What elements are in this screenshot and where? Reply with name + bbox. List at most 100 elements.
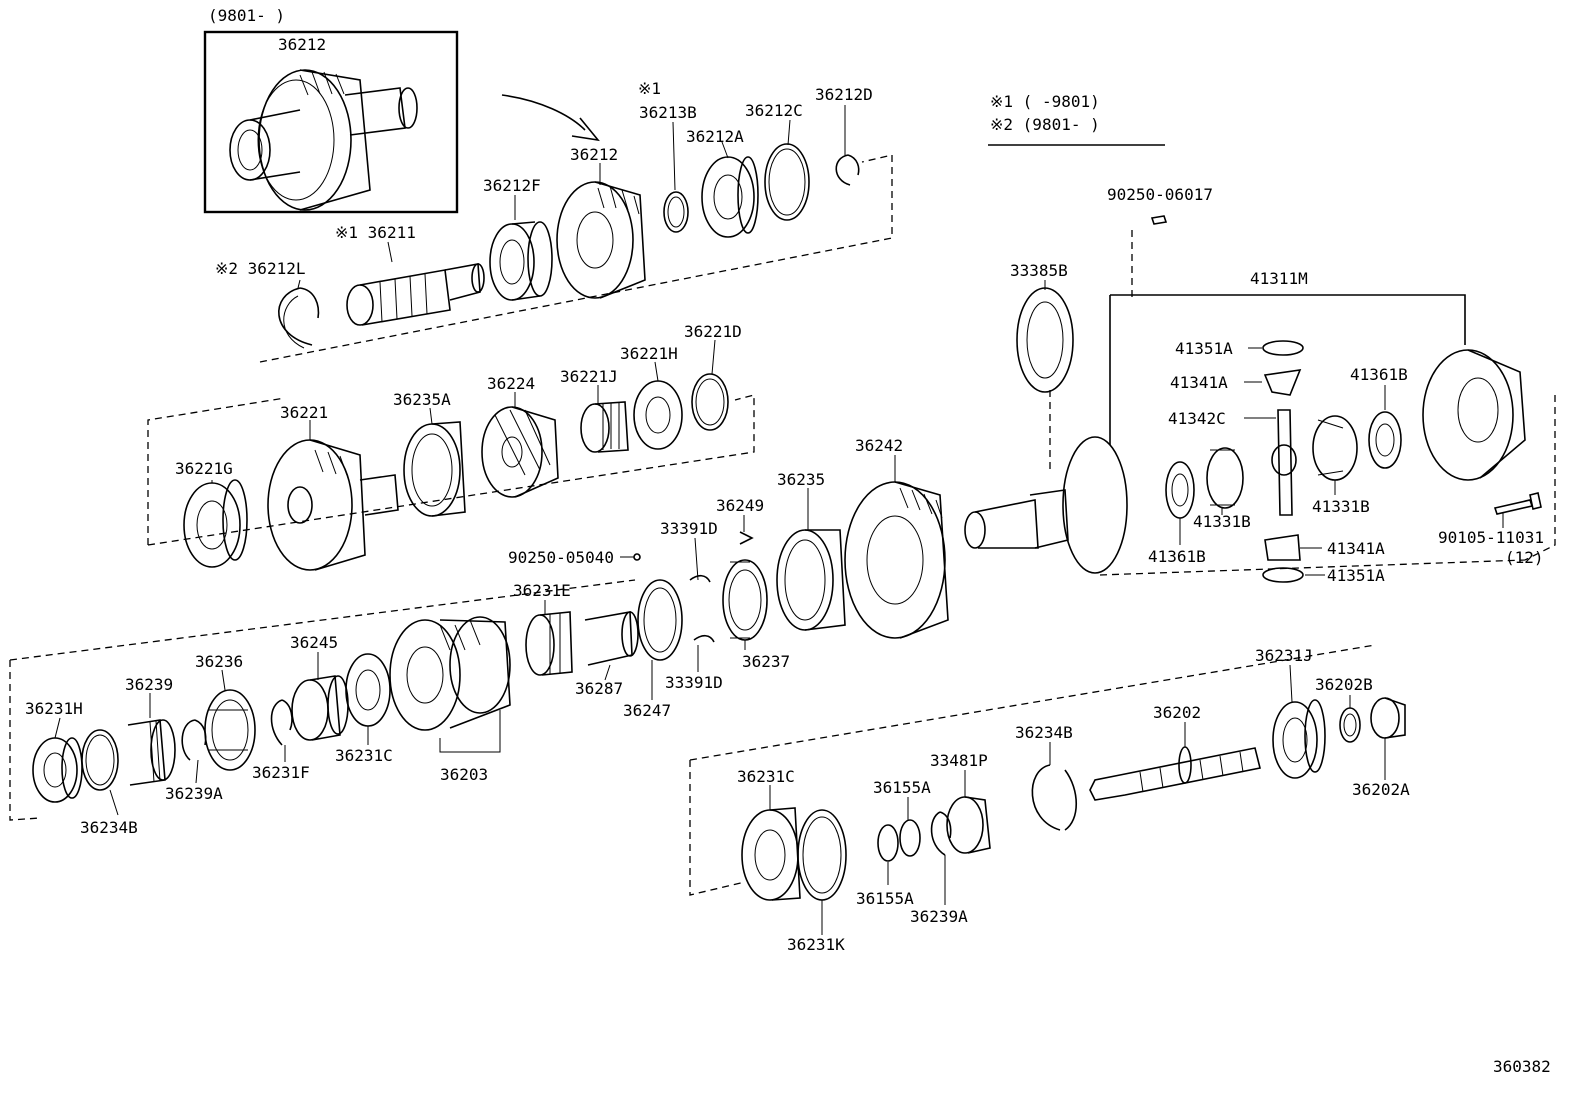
part-36202-output-shaft xyxy=(1089,746,1261,801)
label-41361B-right: 41361B xyxy=(1350,365,1408,384)
part-36211-shaft xyxy=(346,263,485,326)
group1-dashed-boundary xyxy=(259,154,893,363)
group3-dashed-boundary xyxy=(9,395,1556,821)
part-36239A-snap-ring-right xyxy=(930,811,952,856)
group2-dashed-boundary xyxy=(147,394,755,546)
part-41331B-side-gear-right xyxy=(1312,415,1358,481)
part-41361B-washer-right xyxy=(1368,411,1402,469)
label-36202A: 36202A xyxy=(1352,780,1410,799)
part-41342C-pinion-shaft xyxy=(1271,409,1297,516)
label-36235A: 36235A xyxy=(393,390,451,409)
label-33481P: 33481P xyxy=(930,751,988,770)
label-36211: ※1 36211 xyxy=(335,223,416,242)
label-90250-05040: 90250-05040 xyxy=(508,548,614,567)
label-36231C-left: 36231C xyxy=(335,746,393,765)
part-36231E-needle-bearing xyxy=(525,611,573,676)
diff-dashed-leaders xyxy=(1049,230,1133,470)
part-41311M-diff-case-left xyxy=(964,436,1128,574)
inset-part-label: 36212 xyxy=(278,35,326,54)
label-36203: 36203 xyxy=(440,765,488,784)
label-36202: 36202 xyxy=(1153,703,1201,722)
inset-panel: (9801- ) 36212 xyxy=(203,6,459,214)
group4-dashed-boundary xyxy=(689,644,1376,896)
label-36212L: ※2 36212L xyxy=(215,259,305,278)
part-36249-pin xyxy=(739,531,754,545)
label-36239A-right: 36239A xyxy=(910,907,968,926)
label-41351A-top: 41351A xyxy=(1175,339,1233,358)
label-36231C-right: 36231C xyxy=(737,767,795,786)
part-36247-ring xyxy=(637,579,683,661)
label-41341A-top: 41341A xyxy=(1170,373,1228,392)
label-41331B-right: 41331B xyxy=(1312,497,1370,516)
part-36212F-bearing xyxy=(489,221,553,301)
part-33481P-gear xyxy=(946,796,991,854)
label-41331B-left: 41331B xyxy=(1193,512,1251,531)
part-41311M-diff-case-right xyxy=(1422,349,1526,481)
part-36236-ring xyxy=(204,689,256,771)
label-36231H: 36231H xyxy=(25,699,83,718)
part-90105-11031-bolt xyxy=(1493,492,1542,515)
label-36287: 36287 xyxy=(575,679,623,698)
part-41351A-washer-top xyxy=(1262,340,1304,356)
part-36212D-snap-ring xyxy=(835,154,860,186)
part-36212-gear xyxy=(556,181,646,299)
label-36221H: 36221H xyxy=(620,344,678,363)
label-36212F: 36212F xyxy=(483,176,541,195)
label-41351A-bottom: 41351A xyxy=(1327,566,1385,585)
part-36287-sleeve xyxy=(584,611,639,666)
inset-frame xyxy=(203,30,459,214)
inset-arrow xyxy=(501,94,586,131)
label-36236: 36236 xyxy=(195,652,243,671)
label-90105-11031: 90105-11031 xyxy=(1438,528,1544,547)
label-36212: 36212 xyxy=(570,145,618,164)
part-41331B-side-gear-left xyxy=(1206,447,1244,509)
part-36235A-ring-gear xyxy=(403,421,466,517)
part-36231C-bearing-left xyxy=(345,653,391,727)
inset-arrow-head xyxy=(571,117,600,142)
label-33391D-bottom: 33391D xyxy=(665,673,723,692)
part-36231C-bearing-right xyxy=(741,807,801,901)
label-41361B-left: 41361B xyxy=(1148,547,1206,566)
part-41341A-pinion-bottom xyxy=(1264,534,1301,561)
part-41351A-washer-bottom xyxy=(1262,567,1304,583)
inset-date-range: (9801- ) xyxy=(208,6,285,25)
label-36212D: 36212D xyxy=(815,85,873,104)
part-36212L-snap-ring xyxy=(278,287,320,349)
label-qty-12: (12) xyxy=(1505,548,1544,567)
label-36234B-left: 36234B xyxy=(80,818,138,837)
legend: ※1 ( -9801) ※2 (9801- ) xyxy=(988,92,1165,146)
part-36221G-bearing xyxy=(183,479,248,568)
label-41342C: 41342C xyxy=(1168,409,1226,428)
part-36203-double-gear xyxy=(389,616,511,731)
label-36231K: 36231K xyxy=(787,935,845,954)
label-36242: 36242 xyxy=(855,436,903,455)
label-90250-06017: 90250-06017 xyxy=(1107,185,1213,204)
label-36245: 36245 xyxy=(290,633,338,652)
part-36202A-nut xyxy=(1370,697,1406,739)
part-36245-gear xyxy=(291,675,349,741)
label-36221: 36221 xyxy=(280,403,328,422)
label-36239A-left: 36239A xyxy=(165,784,223,803)
label-36212C: 36212C xyxy=(745,101,803,120)
part-36231H-bearing xyxy=(32,737,83,803)
label-36239: 36239 xyxy=(125,675,173,694)
part-36155A-washers xyxy=(877,819,921,862)
part-36231J-bearing xyxy=(1272,699,1326,779)
label-mark-1: ※1 xyxy=(638,79,661,98)
part-36212A-bearing xyxy=(701,156,759,238)
label-36237: 36237 xyxy=(742,652,790,671)
label-36212A: 36212A xyxy=(686,127,744,146)
part-33385B-seal xyxy=(1016,287,1074,393)
label-36221J: 36221J xyxy=(560,367,618,386)
part-36234B-ring-left xyxy=(81,729,119,791)
label-36221D: 36221D xyxy=(684,322,742,341)
label-33385B: 33385B xyxy=(1010,261,1068,280)
part-36235-sleeve xyxy=(776,529,846,631)
label-36231F: 36231F xyxy=(252,763,310,782)
label-36224: 36224 xyxy=(487,374,535,393)
part-labels: 36212 36212F ※1 36211 ※2 36212L ※1 36213… xyxy=(25,79,1544,954)
label-36234B-right: 36234B xyxy=(1015,723,1073,742)
label-41341A-bottom: 41341A xyxy=(1327,539,1385,558)
label-36235: 36235 xyxy=(777,470,825,489)
label-36231E: 36231E xyxy=(513,581,571,600)
